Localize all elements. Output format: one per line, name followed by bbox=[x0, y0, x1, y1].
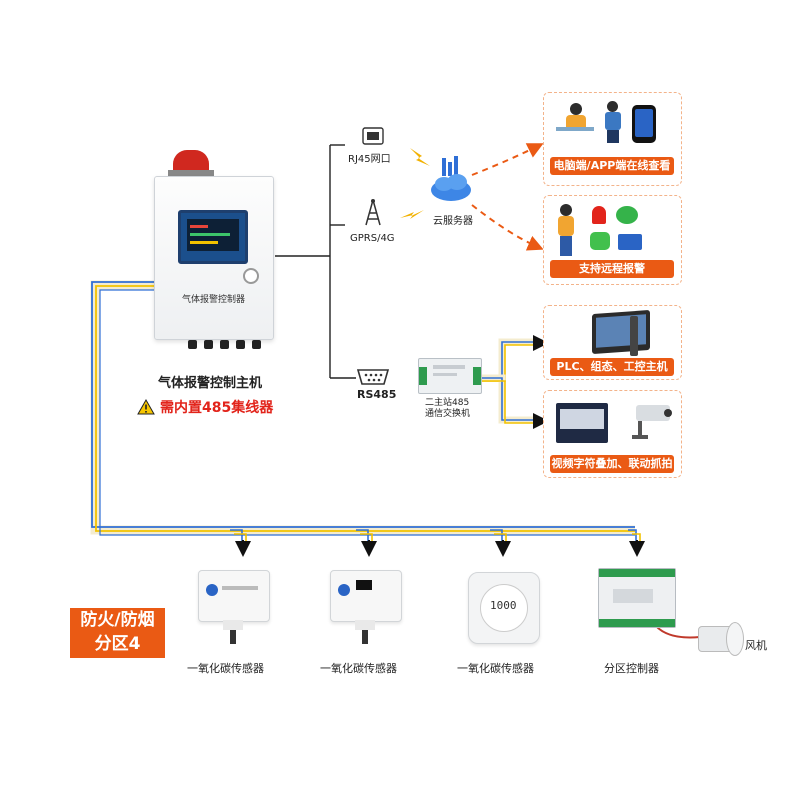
rj45-port-icon bbox=[362, 127, 384, 145]
panel-label: 气体报警控制器 bbox=[182, 295, 246, 305]
bus-drop-arrows bbox=[235, 540, 645, 557]
plc-label: PLC、组态、工控主机 bbox=[550, 358, 674, 376]
cloud-arrow-online bbox=[471, 143, 544, 176]
online-view-label: 电脑端/APP端在线查看 bbox=[550, 157, 674, 175]
cloud-arrow-alarm bbox=[471, 204, 544, 251]
switch-output-lines bbox=[482, 338, 538, 424]
pc-user-icon bbox=[556, 103, 594, 139]
co-sensor-3-display: 1000 bbox=[490, 599, 517, 612]
fan-label: 风机 bbox=[745, 639, 767, 652]
power-knob bbox=[243, 268, 259, 284]
plc-card: PLC、组态、工控主机 bbox=[543, 305, 682, 380]
phone-user-icon bbox=[602, 101, 624, 143]
switch-label-line1: 二主站485 bbox=[425, 398, 470, 408]
zone-line2: 分区4 bbox=[94, 634, 141, 654]
cloud-label: 云服务器 bbox=[433, 216, 473, 227]
zone-controller-label: 分区控制器 bbox=[604, 662, 659, 675]
zone-badge: 防火/防烟 分区4 bbox=[70, 608, 165, 658]
gprs-label: GPRS/4G bbox=[350, 233, 395, 244]
video-overlay-device-icon bbox=[556, 403, 608, 443]
touch-screen bbox=[178, 210, 248, 264]
co-sensor-3-label: 一氧化碳传感器 bbox=[457, 662, 534, 675]
co-sensor-2 bbox=[330, 570, 402, 644]
mobile-app-icon bbox=[632, 105, 656, 143]
industrial-monitor-icon bbox=[592, 309, 650, 355]
warning-triangle-icon bbox=[137, 399, 155, 415]
rs485-port-icon bbox=[356, 369, 390, 385]
signal-bolt-gprs bbox=[400, 210, 424, 219]
cell-tower-icon bbox=[365, 199, 381, 226]
remote-alarm-label: 支持远程报警 bbox=[550, 260, 674, 278]
cable-glands bbox=[188, 340, 278, 350]
exhaust-fan-icon bbox=[698, 620, 744, 656]
sms-icon bbox=[590, 232, 610, 250]
gas-alarm-controller: 气体报警控制器 bbox=[148, 150, 278, 350]
co-sensor-2-label: 一氧化碳传感器 bbox=[320, 662, 397, 675]
co-sensor-1-label: 一氧化碳传感器 bbox=[187, 662, 264, 675]
video-label: 视频字符叠加、联动抓拍 bbox=[550, 455, 674, 473]
cctv-camera-icon bbox=[628, 401, 674, 447]
siren-base bbox=[168, 170, 214, 178]
monitor-stand bbox=[630, 316, 638, 356]
co-sensor-3: 1000 bbox=[468, 572, 540, 644]
wechat-icon bbox=[616, 206, 638, 224]
rs485-label: RS485 bbox=[357, 388, 397, 401]
zone-line1: 防火/防烟 bbox=[80, 610, 155, 630]
video-card: 视频字符叠加、联动抓拍 bbox=[543, 390, 682, 478]
email-icon bbox=[618, 234, 642, 250]
warning-text: 需内置485集线器 bbox=[160, 400, 274, 416]
online-view-card: 电脑端/APP端在线查看 bbox=[543, 92, 682, 186]
alarm-person-icon bbox=[556, 204, 576, 256]
zone-controller-icon bbox=[598, 568, 676, 628]
switch-label-line2: 通信交换机 bbox=[425, 409, 471, 419]
rs485-switch-icon bbox=[418, 358, 482, 394]
alarm-siren-icon bbox=[173, 150, 209, 172]
cloud-server-icon bbox=[431, 156, 471, 201]
host-network-lines bbox=[275, 144, 356, 379]
signal-bolt-rj45 bbox=[410, 148, 430, 166]
co-sensor-1 bbox=[198, 570, 270, 644]
rj45-label: RJ45网口 bbox=[348, 154, 391, 165]
remote-alarm-card: 支持远程报警 bbox=[543, 195, 682, 285]
controller-title: 气体报警控制主机 bbox=[158, 376, 263, 391]
siren-light-icon bbox=[592, 206, 606, 224]
